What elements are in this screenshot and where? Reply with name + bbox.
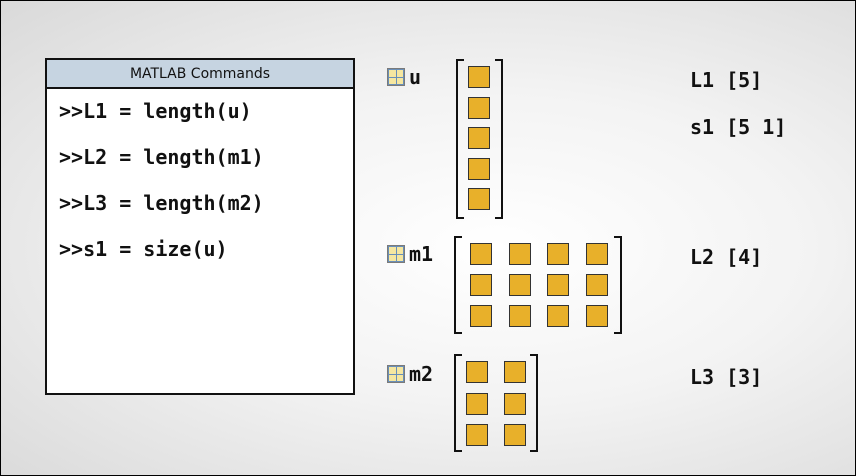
variable-name: m2 [409,362,434,386]
right-bracket [530,354,538,452]
matrix-cell [468,96,490,119]
command-line: >>s1 = size(u) [59,237,228,261]
command-list: >>L1 = length(u) >>L2 = length(m1) >>L3 … [47,89,353,283]
matrix-cell [504,361,526,383]
command-line: >>L1 = length(u) [59,99,252,123]
matrix-cell [466,424,488,446]
command-line: >>L3 = length(m2) [59,191,264,215]
left-bracket [454,236,462,334]
matrix-cell [468,127,490,149]
left-bracket [456,59,464,219]
right-bracket [495,59,503,219]
variable-u: u [387,65,421,89]
matrix-cell [468,157,490,180]
variable-grid-icon [387,365,405,383]
variable-name: m1 [409,242,434,266]
matrix-cell [466,361,488,383]
matrix-cell [585,243,608,265]
command-line: >>L2 = length(m1) [59,145,264,169]
variable-grid-icon [387,245,405,263]
matrix-cell [470,274,492,296]
matrix-cell [547,274,569,296]
matrix-cell [466,392,488,415]
matrix-cell [504,392,526,415]
variable-grid-icon [387,68,405,86]
result-l1: L1 [5] [690,68,763,92]
result-l3: L3 [3] [690,365,763,389]
result-l2: L2 [4] [690,245,763,269]
matrix-cell [504,424,526,446]
matrix-cell [470,305,492,327]
panel-title: MATLAB Commands [47,60,353,89]
matrix-cell [585,305,608,327]
matrix-cell [547,243,569,265]
variable-m1: m1 [387,242,433,266]
left-bracket [454,354,462,452]
matrix-cell [508,305,531,327]
variable-m2: m2 [387,362,433,386]
matrix-cell [508,274,531,296]
matrix-cell [470,243,492,265]
variable-name: u [409,65,422,89]
result-s1: s1 [5 1] [690,115,787,139]
matlab-commands-panel: MATLAB Commands >>L1 = length(u) >>L2 = … [45,58,355,395]
matrix-cell [585,274,608,296]
matrix-cell [468,188,490,210]
matrix-cell [468,66,490,88]
right-bracket [614,236,622,334]
matrix-cell [508,243,531,265]
matrix-cell [547,305,569,327]
